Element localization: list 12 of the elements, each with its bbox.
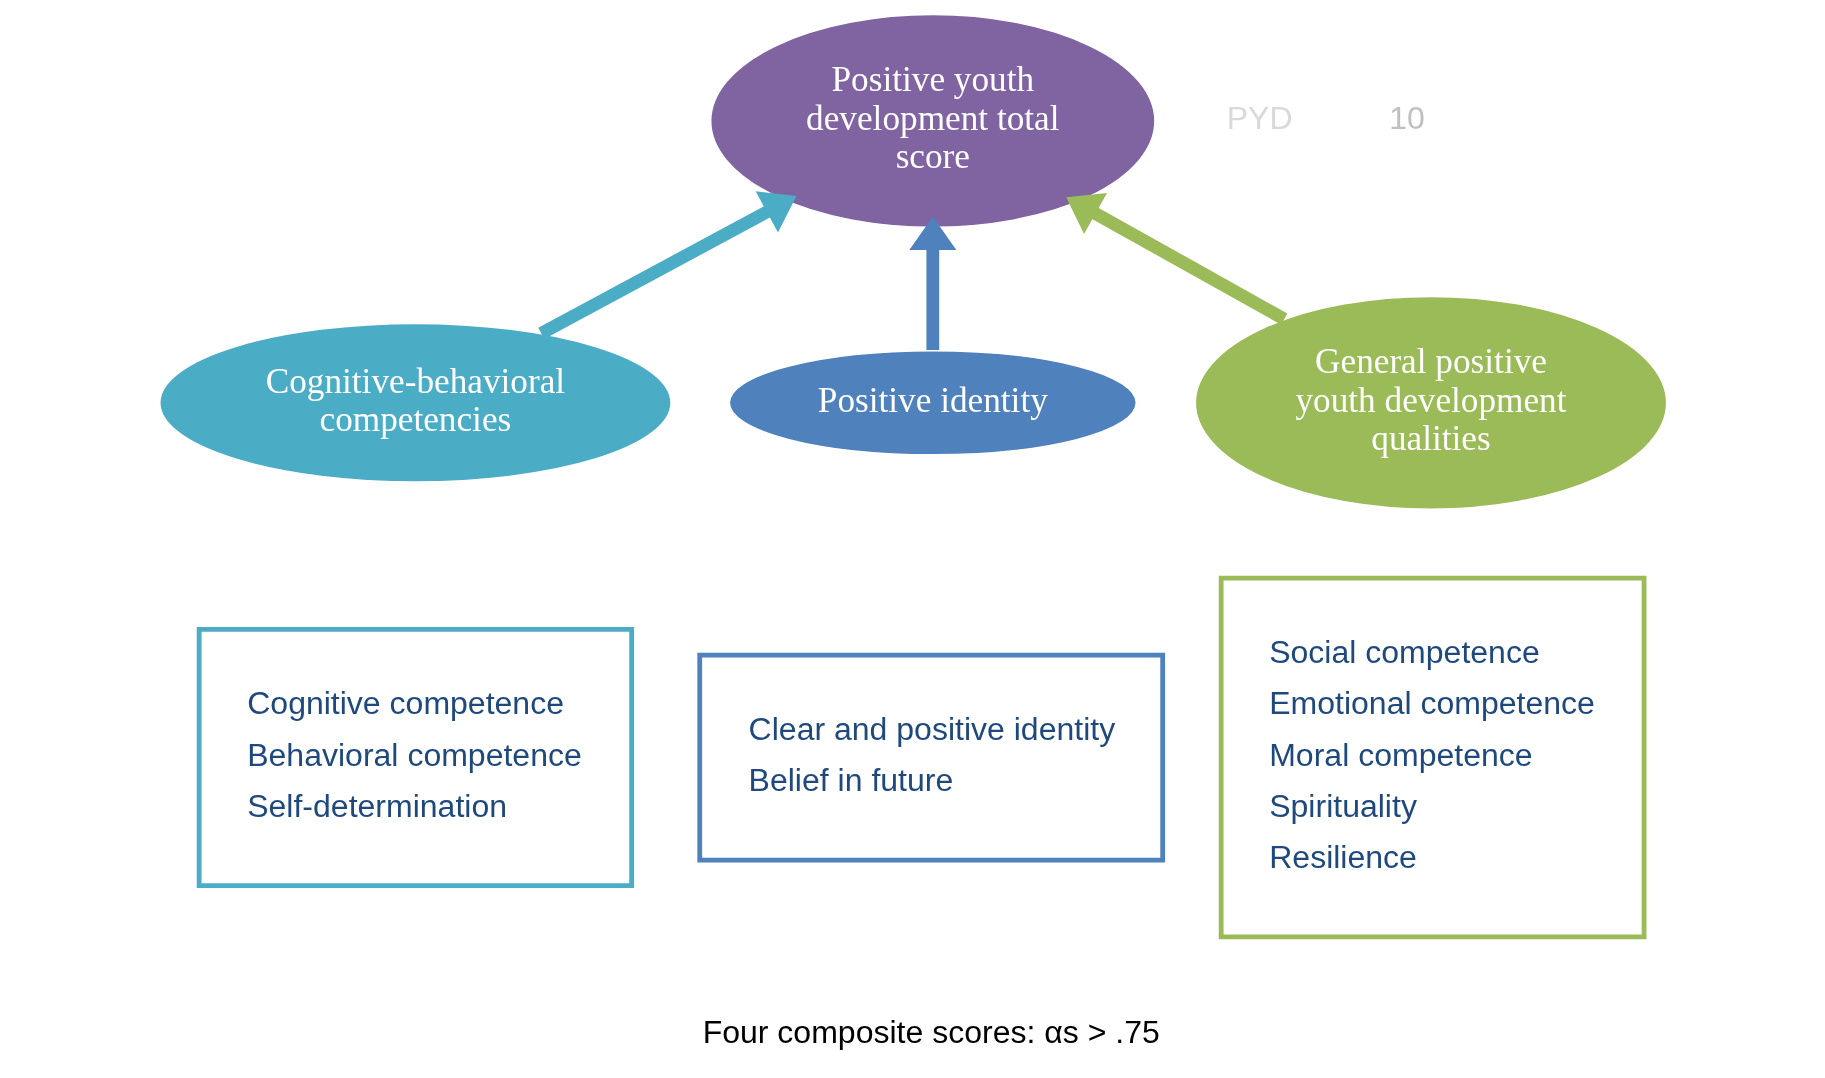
- node-ellipse: General positive youth development qualities: [1193, 295, 1668, 510]
- label: 10: [1388, 99, 1425, 136]
- label: Four composite scores: αs > .75: [702, 1013, 1160, 1050]
- node-box: Cognitive competence Behavioral competence Self-determination: [196, 627, 634, 889]
- arrow: [1065, 193, 1287, 325]
- arrow: [537, 191, 796, 339]
- arrow: [908, 216, 956, 351]
- node-box: Clear and positive identity Belief in future: [696, 652, 1165, 863]
- node-box: Social competence Emotional competence Moral competence Spirituality Resilience: [1218, 575, 1646, 940]
- node-ellipse: Cognitive-behavioral competencies: [158, 322, 672, 483]
- node-ellipse: Positive identity: [728, 349, 1137, 456]
- node-ellipse: Positive youth development total score: [709, 13, 1156, 229]
